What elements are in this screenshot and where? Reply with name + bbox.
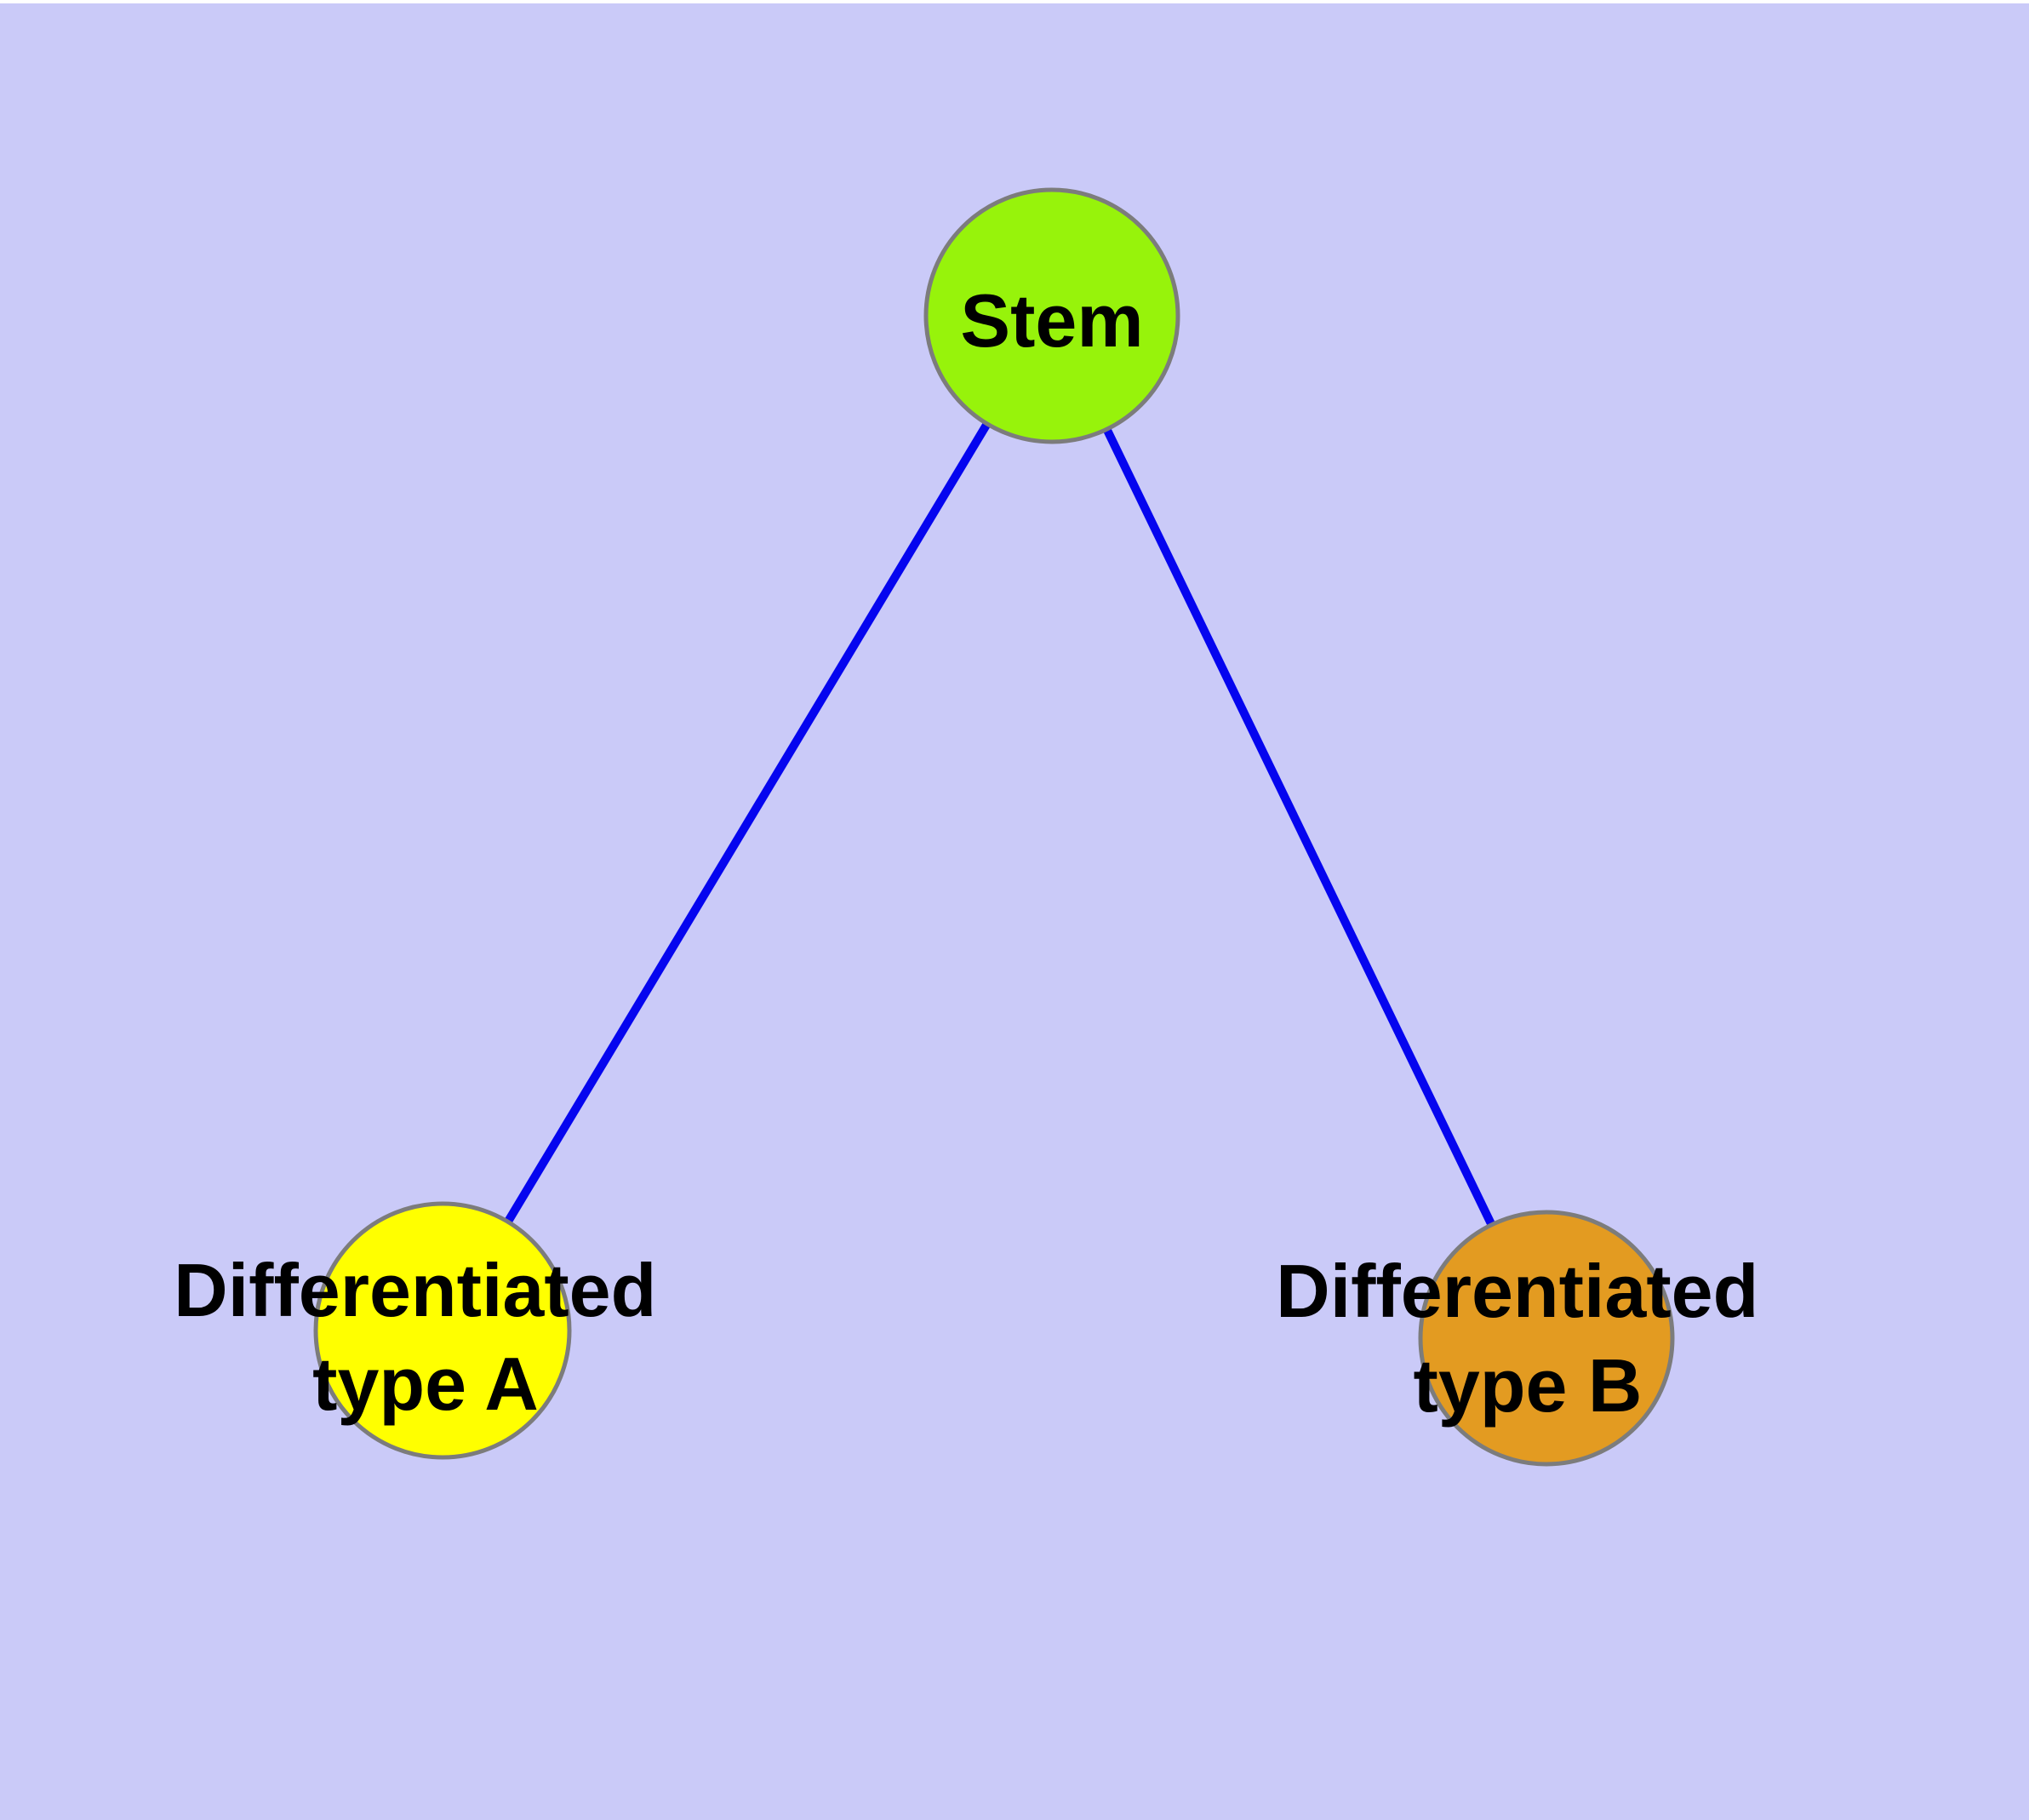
- edge-group: [438, 313, 1551, 1341]
- node-label-type-a-line1: Differentiated: [174, 1248, 656, 1332]
- label-group: Stem Differentiated type A Differentiate…: [174, 278, 1780, 1428]
- node-label-type-b-line1: Differentiated: [1276, 1249, 1758, 1333]
- node-label-stem-line1: Stem: [960, 278, 1143, 363]
- node-stem: [923, 187, 1180, 444]
- node-label-stem: Stem: [960, 278, 1143, 363]
- edge-stem-to-type-b: [1048, 313, 1551, 1341]
- node-label-differentiated-type-a: Differentiated type A: [174, 1248, 677, 1426]
- top-margin-strip: [0, 0, 2029, 3]
- node-label-type-a-line2: type A: [312, 1342, 539, 1426]
- node-label-type-b-line2: type B: [1414, 1343, 1643, 1428]
- node-group: [313, 187, 1675, 1467]
- node-differentiated-type-a: [313, 1201, 572, 1460]
- node-label-differentiated-type-b: Differentiated type B: [1276, 1249, 1780, 1428]
- edge-stem-to-type-a: [438, 313, 1056, 1333]
- node-differentiated-type-b: [1418, 1210, 1675, 1467]
